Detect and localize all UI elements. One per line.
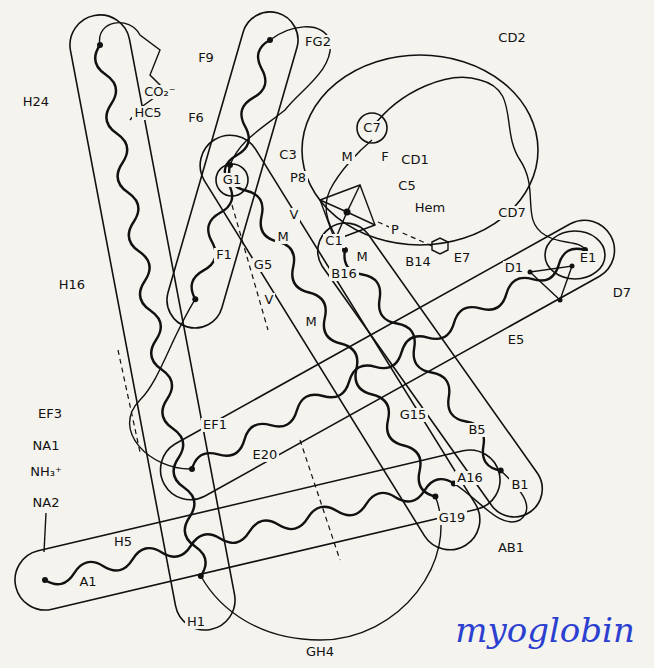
- helix-f-tube: [167, 12, 298, 328]
- hidden-lines: [118, 205, 340, 560]
- residue-label: D1: [503, 261, 525, 275]
- residue-label: D7: [611, 286, 633, 300]
- heme-contact: [378, 222, 432, 246]
- residue-label: NH₃⁺: [28, 465, 64, 479]
- residue-label: F: [379, 150, 390, 164]
- residue-label: E1: [578, 251, 599, 265]
- helix-g-tube: [200, 135, 480, 549]
- molecule-name: myoglobin: [453, 610, 637, 650]
- residue-dot: [227, 162, 233, 168]
- residue-label: M: [275, 230, 290, 244]
- residue-label: G19: [437, 511, 468, 525]
- residue-dot: [570, 264, 575, 269]
- residue-label: GH4: [304, 645, 336, 659]
- residue-label: F9: [196, 51, 216, 65]
- residue-label: H16: [57, 278, 87, 292]
- residue-dot: [498, 468, 504, 474]
- d-ring: [530, 266, 572, 300]
- cd-region-outline: [302, 55, 538, 245]
- residue-label: F1: [214, 248, 234, 262]
- residue-label: H24: [21, 95, 51, 109]
- residue-label: E7: [452, 251, 473, 265]
- helix-b-tube: [318, 223, 542, 517]
- residue-label: G5: [252, 258, 274, 272]
- residue-label: B16: [329, 267, 358, 281]
- residue-dot: [198, 573, 204, 579]
- helix-tubes: [15, 12, 614, 630]
- residue-label: M: [303, 315, 318, 329]
- residue-label: FG2: [303, 35, 333, 49]
- backbone-chain: [45, 40, 585, 584]
- residue-label: H1: [185, 615, 207, 629]
- residue-label: C3: [277, 148, 298, 162]
- hidden-line: [300, 440, 340, 560]
- residue-label: M: [339, 150, 354, 164]
- residue-label: B5: [466, 423, 487, 437]
- b14-ring: [432, 238, 448, 254]
- residue-label: CD1: [399, 153, 430, 167]
- gh-loop: [201, 497, 441, 641]
- residue-label: P8: [288, 171, 308, 185]
- residue-label: V: [288, 208, 301, 222]
- residue-label: A16: [455, 471, 484, 485]
- residue-label: CD2: [496, 31, 527, 45]
- residue-dot: [192, 296, 198, 302]
- residue-label: H5: [112, 535, 134, 549]
- ef-loop: [130, 299, 196, 469]
- residue-label: AB1: [496, 541, 526, 555]
- e-turn-outline: [545, 231, 605, 279]
- residue-label: CO₂⁻: [142, 85, 177, 99]
- residue-label: HC5: [132, 106, 163, 120]
- residue-label: G15: [398, 408, 429, 422]
- residue-label: G1: [221, 173, 243, 187]
- residue-dot: [42, 577, 48, 583]
- residue-label: C5: [396, 179, 417, 193]
- residue-dot: [558, 298, 563, 303]
- c-terminal-loop: [100, 23, 165, 120]
- residue-label: CD7: [496, 206, 527, 220]
- residue-dot: [528, 270, 533, 275]
- heme-ring: [320, 185, 375, 240]
- residue-label: EF3: [36, 407, 64, 421]
- residue-label: V: [263, 293, 276, 307]
- helix-a-chain: [45, 479, 454, 584]
- residue-label: B1: [509, 478, 530, 492]
- residue-label: E20: [251, 448, 280, 462]
- residue-dot: [267, 37, 273, 43]
- residue-label: E5: [506, 333, 527, 347]
- helix-b-chain: [344, 250, 500, 471]
- loops: [44, 23, 585, 640]
- residue-label: C7: [361, 121, 382, 135]
- residue-label: F6: [186, 111, 206, 125]
- residue-label: A1: [77, 575, 98, 589]
- heme-bonds: [320, 185, 375, 240]
- helix-e-chain: [192, 249, 585, 469]
- heme-iron: [344, 209, 351, 216]
- residue-label: NA1: [31, 439, 62, 453]
- helix-h-chain: [95, 45, 205, 576]
- residue-label: EF1: [201, 418, 229, 432]
- helix-g-chain: [229, 165, 435, 497]
- residue-label: C1: [323, 234, 344, 248]
- cd-loop: [372, 77, 585, 250]
- residue-dot: [97, 42, 103, 48]
- n-terminal-line: [44, 513, 46, 552]
- residue-dot: [189, 466, 195, 472]
- hidden-line: [118, 350, 140, 452]
- residue-label: Hem: [413, 201, 447, 215]
- residue-dot: [432, 494, 438, 500]
- helix-a-tube: [15, 450, 500, 610]
- residue-dots: [42, 37, 588, 583]
- residue-label: B14: [403, 255, 432, 269]
- c7-loop: [357, 113, 387, 143]
- residue-label: P: [389, 223, 401, 237]
- residue-label: M: [354, 250, 369, 264]
- residue-label: NA2: [31, 496, 62, 510]
